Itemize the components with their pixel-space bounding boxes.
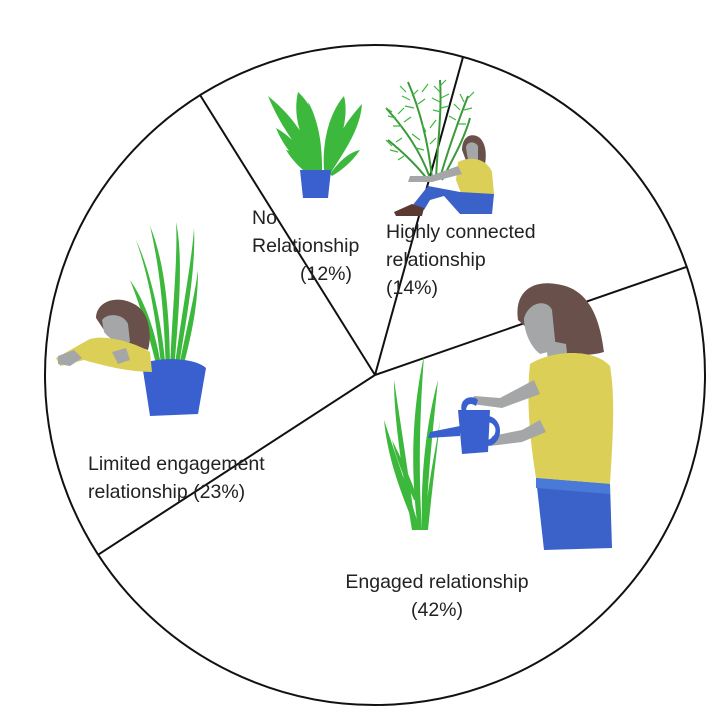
slice-label-line: (14%) — [386, 277, 438, 299]
slice-boundary-line — [199, 94, 376, 376]
potted-plant-icon — [268, 92, 362, 198]
slice-label-line: Highly connected — [386, 221, 536, 243]
slice-boundary-line — [97, 374, 376, 556]
person-embracing-palm-icon — [385, 79, 494, 216]
slice-label: Engaged relationship (42%) — [345, 571, 528, 621]
slice-label: Limited engagement relationship (23%) — [88, 453, 265, 503]
slice-label-line: (42%) — [411, 599, 463, 621]
slice-label-line: (12%) — [300, 263, 352, 285]
slice-label-line: No — [252, 207, 277, 229]
slice-label-line: Relationship — [252, 235, 359, 257]
slice-label-line: relationship — [386, 249, 486, 271]
slice-label-line: Limited engagement — [88, 453, 265, 475]
person-watering-plant-icon — [384, 283, 614, 550]
person-leaning-on-plant-icon — [56, 222, 206, 416]
slice-label: Highly connected relationship (14%) — [386, 221, 536, 299]
slice-label-line: Engaged relationship — [345, 571, 528, 593]
slice-label-line: relationship (23%) — [88, 481, 245, 503]
